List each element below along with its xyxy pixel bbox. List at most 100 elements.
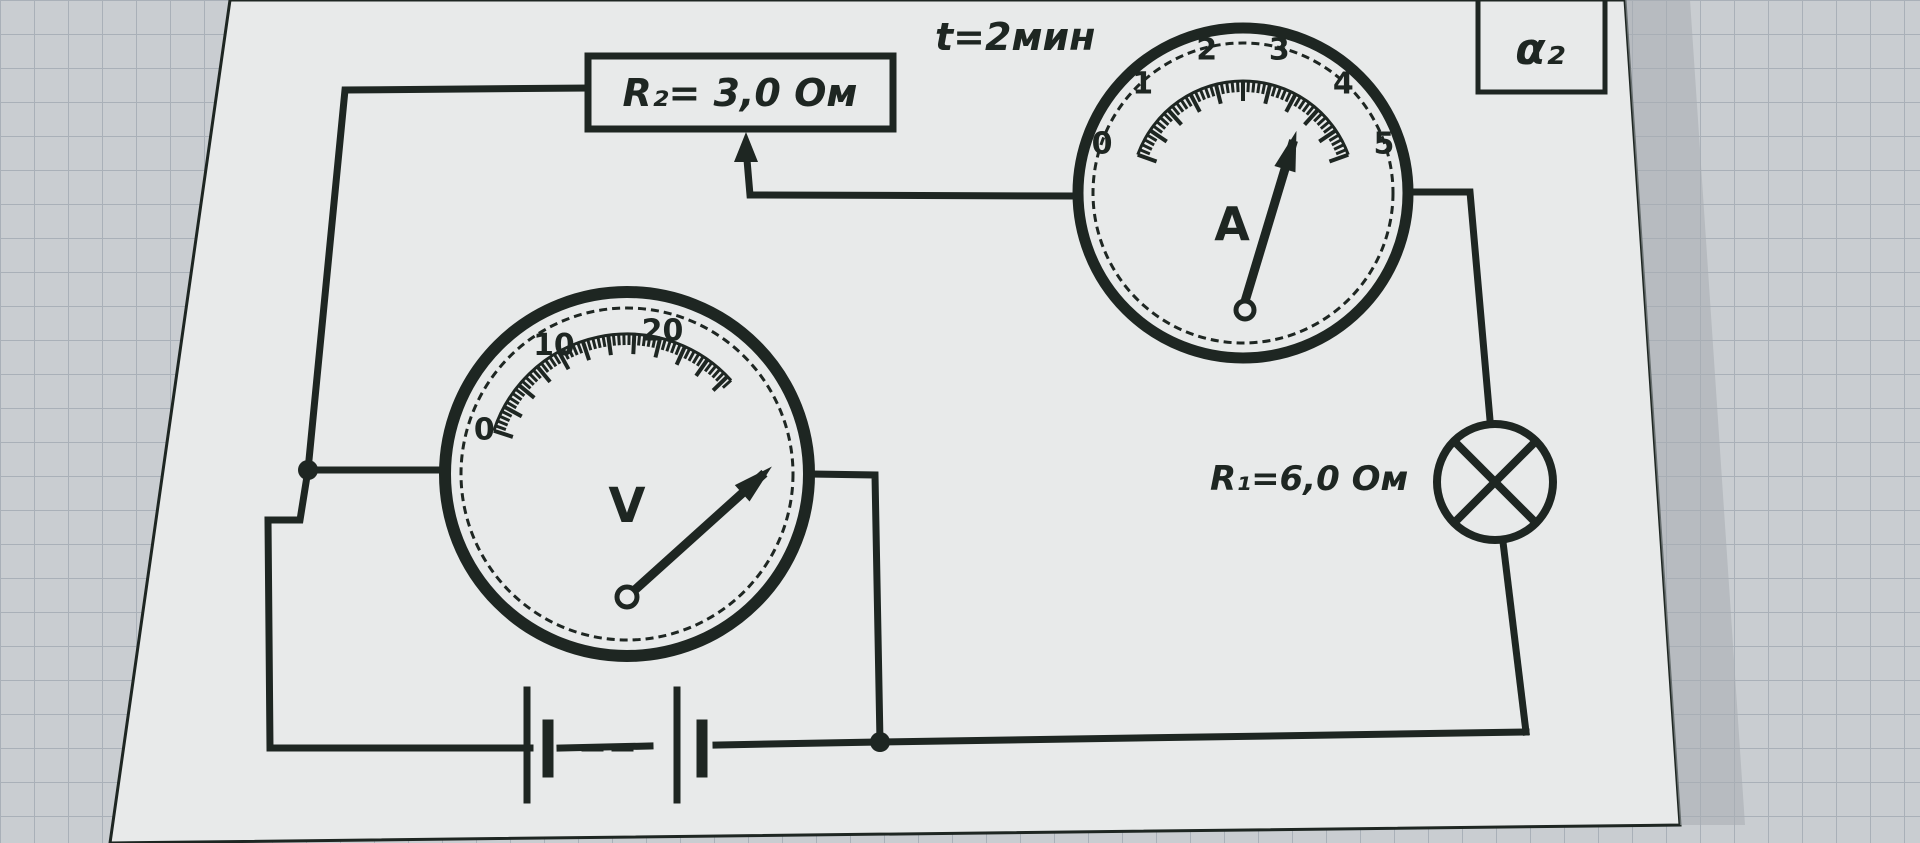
ammeter-scale-label: 3	[1269, 32, 1290, 67]
wire-top-left	[304, 84, 592, 474]
voltmeter-tick	[721, 379, 733, 389]
voltmeter-tick	[517, 383, 536, 400]
voltmeter-tick	[687, 350, 696, 362]
voltmeter-tick	[711, 375, 729, 392]
voltmeter-tick	[646, 335, 652, 347]
wire-bottom-left	[264, 465, 534, 752]
voltmeter-tick	[707, 364, 718, 376]
voltmeter-tick	[535, 365, 552, 384]
voltmeter-needle-head	[734, 466, 772, 502]
voltmeter-tick	[498, 414, 511, 423]
voltmeter-tick	[521, 379, 532, 390]
ammeter-tick	[1137, 152, 1158, 164]
voltmeter-tick	[586, 339, 593, 351]
ammeter-scale-ticks	[1136, 79, 1350, 164]
ammeter-tick	[1331, 138, 1343, 147]
voltmeter-tick	[562, 348, 570, 360]
ammeter-tick	[1219, 82, 1225, 95]
ammeter-tick	[1152, 124, 1164, 134]
ammeter-tick	[1193, 91, 1202, 103]
ammeter-tick	[1163, 112, 1173, 123]
lamp-cross-b	[1451, 438, 1539, 526]
voltmeter-tick	[711, 368, 722, 379]
variant-box	[1475, 0, 1608, 95]
ammeter-tick	[1293, 96, 1302, 108]
ammeter-tick	[1275, 86, 1282, 99]
ammeter-inner-ring	[1091, 41, 1395, 345]
voltmeter-tick	[553, 353, 562, 365]
ammeter-tick	[1280, 88, 1288, 101]
ammeter-tick	[1184, 96, 1193, 108]
voltmeter-tick	[506, 400, 518, 410]
voltmeter-tick	[495, 424, 507, 431]
voltmeter-tick	[601, 335, 607, 348]
voltmeter-tick	[580, 340, 591, 361]
ammeter-tick	[1209, 85, 1216, 97]
voltmeter-tick	[571, 344, 579, 356]
ammeter-tick	[1251, 81, 1256, 93]
wire-lamp-bottom	[1499, 538, 1530, 736]
ammeter-tick	[1328, 133, 1340, 142]
ammeter-tick	[1179, 98, 1189, 110]
lamp-r1	[1433, 420, 1557, 544]
voltmeter-tick	[544, 359, 554, 370]
voltmeter-tick	[508, 396, 520, 405]
voltmeter-tick	[696, 355, 705, 367]
ammeter-tick	[1246, 81, 1250, 93]
ammeter-scale-label: 1	[1132, 67, 1153, 102]
ammeter-pivot	[1233, 298, 1257, 322]
ammeter-tick	[1139, 148, 1151, 156]
ammeter-scale-arc	[1136, 79, 1350, 156]
voltmeter-tick	[674, 345, 687, 366]
voltmeter-tick	[524, 376, 535, 386]
ammeter-tick	[1155, 120, 1167, 130]
ammeter-scale-label: 0	[1092, 127, 1113, 162]
ammeter-tick	[1225, 81, 1230, 94]
ammeter-tick	[1322, 124, 1334, 134]
ammeter-tick	[1256, 81, 1261, 94]
voltmeter-tick	[501, 410, 513, 418]
variant-label: α₂	[1515, 24, 1565, 75]
time-label: t=2мин	[935, 15, 1095, 59]
voltmeter-tick	[591, 337, 597, 350]
ammeter-tick	[1146, 133, 1158, 142]
ammeter-tick	[1297, 98, 1307, 110]
voltmeter-tick	[528, 372, 539, 383]
ammeter-tick	[1159, 116, 1170, 127]
ammeter-outer-ring	[1072, 22, 1414, 364]
voltmeter-tick	[694, 358, 710, 378]
ammeter-tick	[1284, 91, 1293, 103]
voltmeter-tick	[514, 387, 526, 398]
rheostat-slider-arrow	[734, 132, 758, 162]
voltmeter-tick	[617, 334, 621, 346]
voltmeter-tick	[596, 336, 602, 349]
junction-left	[298, 460, 318, 480]
lamp-r1-label: R₁=6,0 Ом	[1210, 459, 1408, 499]
voltmeter-tick	[653, 337, 663, 358]
ammeter-tick	[1236, 81, 1240, 93]
voltmeter-scale-arc	[492, 332, 733, 432]
ammeter-tick	[1263, 83, 1273, 105]
ammeter-needle-head	[1274, 130, 1297, 173]
voltmeter-tick	[493, 428, 514, 439]
wire-bottom-right	[876, 728, 1530, 746]
ammeter-tick	[1318, 128, 1337, 144]
voltmeter-scale-label: 10	[533, 328, 575, 363]
voltmeter-tick	[540, 362, 550, 373]
ammeter-symbol: A	[1214, 197, 1250, 251]
ammeter-tick	[1316, 116, 1327, 127]
ammeter-tick	[1188, 93, 1202, 113]
voltmeter-tick	[606, 334, 613, 356]
voltmeter-tick	[548, 356, 558, 368]
voltmeter-tick	[576, 342, 584, 354]
ammeter-tick	[1166, 108, 1183, 126]
ammeter-tick	[1230, 81, 1235, 93]
wire-battery-gap	[556, 742, 654, 752]
rheostat-r2-body	[584, 52, 897, 133]
voltmeter-tick	[660, 338, 667, 351]
ammeter-tick	[1143, 138, 1155, 147]
ammeter-tick	[1270, 85, 1277, 97]
voltmeter-tick	[496, 419, 509, 427]
